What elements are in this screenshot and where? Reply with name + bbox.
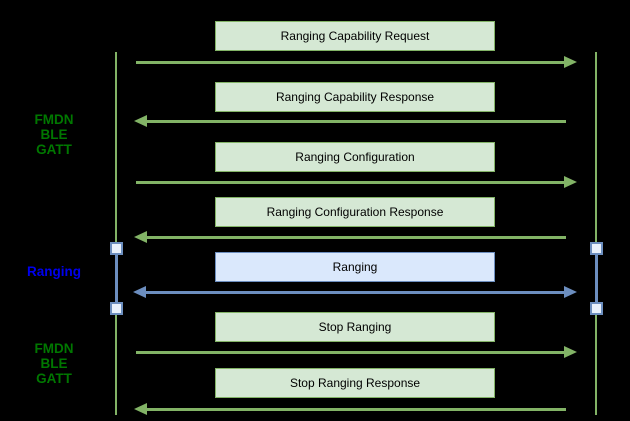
arrowhead bbox=[564, 346, 577, 358]
message-arrow bbox=[147, 119, 566, 123]
message-arrow bbox=[146, 290, 564, 294]
arrowhead bbox=[133, 286, 146, 298]
message-box: Ranging Configuration bbox=[215, 142, 495, 172]
message-arrow bbox=[147, 407, 566, 411]
message-box: Ranging bbox=[215, 252, 495, 282]
message-label: Ranging Configuration bbox=[295, 150, 415, 164]
arrowhead bbox=[564, 286, 577, 298]
message-box: Ranging Capability Response bbox=[215, 82, 495, 112]
message-arrow bbox=[147, 235, 566, 239]
activation-marker bbox=[589, 301, 603, 315]
section-label-ranging: Ranging bbox=[8, 264, 100, 279]
section-label-line: GATT bbox=[36, 370, 72, 386]
lifeline-left bbox=[115, 52, 117, 415]
activation-marker bbox=[109, 301, 123, 315]
lifeline-right bbox=[595, 52, 597, 415]
section-label-line: FMDN bbox=[34, 340, 74, 356]
message-arrow bbox=[136, 350, 564, 354]
message-label: Ranging Configuration Response bbox=[266, 205, 444, 219]
arrowhead bbox=[134, 231, 147, 243]
arrowhead bbox=[134, 115, 147, 127]
section-label-line: GATT bbox=[36, 142, 72, 157]
message-box: Ranging Configuration Response bbox=[215, 197, 495, 227]
activation-marker bbox=[589, 241, 603, 255]
message-box: Stop Ranging Response bbox=[215, 368, 495, 398]
message-label: Stop Ranging Response bbox=[289, 376, 421, 390]
message-label: Ranging bbox=[332, 260, 378, 274]
message-box: Stop Ranging bbox=[215, 312, 495, 342]
message-label: Ranging Capability Response bbox=[275, 90, 435, 104]
arrowhead bbox=[134, 403, 147, 415]
section-label-line: Ranging bbox=[27, 263, 81, 279]
section-label-line: BLE bbox=[40, 127, 68, 142]
activation-bar-left bbox=[114, 248, 118, 308]
message-box: Ranging Capability Request bbox=[215, 21, 495, 51]
message-arrow bbox=[136, 180, 564, 184]
arrowhead bbox=[564, 56, 577, 68]
message-label: Ranging Capability Request bbox=[280, 29, 430, 43]
section-label-line: FMDN bbox=[34, 112, 74, 127]
activation-bar-right bbox=[594, 248, 598, 308]
message-arrow bbox=[136, 60, 564, 64]
section-label-line: BLE bbox=[40, 355, 68, 371]
message-label: Stop Ranging bbox=[318, 320, 392, 334]
arrowhead bbox=[564, 176, 577, 188]
activation-marker bbox=[109, 241, 123, 255]
